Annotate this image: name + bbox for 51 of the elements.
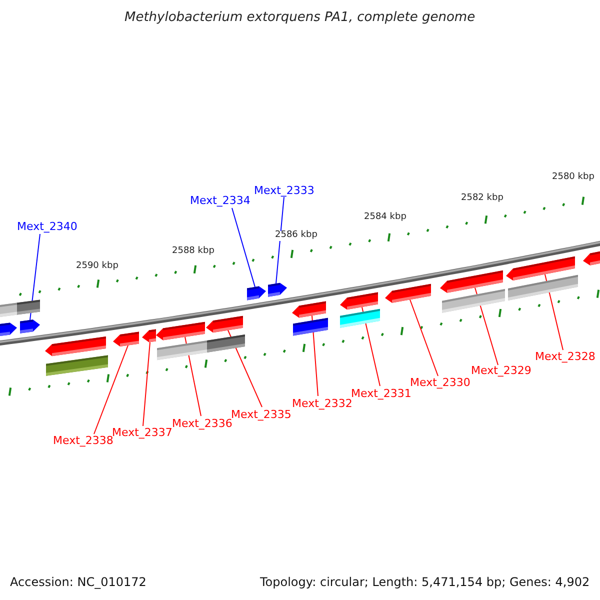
leader-line xyxy=(30,234,40,321)
gene-label: Mext_2334 xyxy=(190,195,250,208)
leader-line xyxy=(142,342,150,426)
scale-label: 2588 kbp xyxy=(172,247,214,257)
gene-feature xyxy=(385,284,431,303)
scale-label: 2586 kbp xyxy=(275,231,318,241)
leader-line xyxy=(276,196,284,284)
gene-label: Mext_2332 xyxy=(292,398,352,410)
gene-block xyxy=(157,340,207,360)
gene-label: Mext_2340 xyxy=(17,221,78,234)
scale-label: 2590 kbp xyxy=(76,262,118,272)
gene-feature xyxy=(440,270,503,293)
scale-label: 2580 kbp xyxy=(552,173,594,183)
gene-label: Mext_2338 xyxy=(53,435,114,448)
scale-label: 2584 kbp xyxy=(364,213,406,223)
gene-feature xyxy=(583,248,600,266)
gene-feature xyxy=(45,336,106,356)
gene-block xyxy=(46,355,108,376)
leader-line xyxy=(410,299,438,376)
gene-label: Mext_2328 xyxy=(535,351,596,364)
footer-text: Topology: circular; Length: 5,471,154 bp; Genes: 4,902 xyxy=(260,576,590,589)
gene-label: Mext_2336 xyxy=(172,418,232,430)
gene-block xyxy=(0,302,17,317)
leader-line xyxy=(232,208,256,288)
gene-block xyxy=(508,274,578,300)
gene-label: Mext_2337 xyxy=(112,427,172,440)
gene-feature xyxy=(20,320,40,334)
gene-block xyxy=(293,318,328,336)
gene-block xyxy=(442,289,505,313)
gene-feature xyxy=(292,301,326,318)
gene-label: Mext_2333 xyxy=(254,185,314,198)
gene-label: Mext_2329 xyxy=(471,365,532,378)
gene-label: Mext_2335 xyxy=(231,409,292,422)
scale-label: 2582 kbp xyxy=(461,194,504,204)
gene-feature xyxy=(206,316,243,333)
gene-block xyxy=(340,308,380,328)
gene-feature xyxy=(142,329,156,342)
leader-line xyxy=(228,330,262,408)
gene-feature xyxy=(340,292,378,310)
gene-label: Mext_2331 xyxy=(351,388,412,400)
gene-feature xyxy=(113,332,139,347)
gene-feature xyxy=(268,282,287,297)
gene-block xyxy=(17,300,40,315)
leader-line xyxy=(94,344,128,434)
footer-text: Accession: NC_010172 xyxy=(10,576,146,589)
gene-feature xyxy=(506,256,575,281)
gene-block xyxy=(207,334,245,353)
gene-feature xyxy=(247,286,266,300)
title: Methylobacterium extorquens PA1, complete genome xyxy=(124,11,476,26)
gene-feature xyxy=(0,322,17,337)
gene-label: Mext_2330 xyxy=(410,377,470,390)
